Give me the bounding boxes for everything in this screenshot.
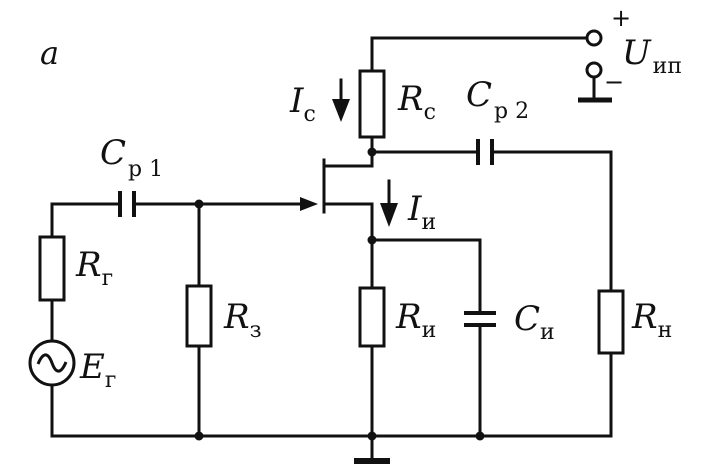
output-wire-right xyxy=(492,150,613,293)
output-coupling-capacitor xyxy=(476,139,494,165)
field-effect-transistor xyxy=(300,158,326,214)
junctions xyxy=(194,147,485,441)
wires xyxy=(50,36,613,462)
junction-gate xyxy=(194,199,204,209)
junction-ground-2 xyxy=(367,431,377,441)
supply-plus-sign: + xyxy=(611,4,631,32)
panel-label: a xyxy=(40,34,59,72)
drain-current-arrow xyxy=(332,78,350,122)
output-coupling-capacitor-label: Cр 2 xyxy=(466,75,529,124)
load-resistor-label: Rн xyxy=(631,297,672,343)
supply-plus-terminal xyxy=(585,29,603,47)
drain-resistor-label: Rс xyxy=(397,79,436,125)
junction-ground-3 xyxy=(475,431,485,441)
source-wire xyxy=(322,202,374,290)
input-coupling-capacitor-label: Cр 1 xyxy=(100,133,163,182)
supply-wire xyxy=(370,36,590,73)
ground-symbol xyxy=(354,458,390,464)
junction-ground-1 xyxy=(194,431,204,441)
supply-voltage-label: Uип xyxy=(622,33,682,79)
load-resistor xyxy=(597,289,625,355)
gate-arrow xyxy=(300,197,318,211)
gate-resistor xyxy=(185,284,213,348)
source-cap-wire-top xyxy=(370,238,482,314)
supply-minus-sign: − xyxy=(604,68,624,96)
input-coupling-capacitor xyxy=(118,191,136,217)
drain-current-label: Iс xyxy=(289,81,316,127)
ac-source-icon xyxy=(28,339,76,387)
supply-terminals xyxy=(578,29,612,103)
source-resistor-label: Rи xyxy=(395,297,436,343)
source-resistor xyxy=(358,286,386,348)
drain-resistor xyxy=(358,69,386,139)
source-capacitor-label: Cи xyxy=(514,299,555,345)
gate-resistor-label: Rз xyxy=(223,297,262,343)
junction-drain xyxy=(367,147,377,157)
source-bypass-capacitor xyxy=(464,311,496,327)
supply-minus-terminal xyxy=(585,61,603,79)
junction-source xyxy=(367,235,377,245)
source-current-arrow xyxy=(380,179,398,227)
input-wire-left xyxy=(50,202,120,239)
source-current-label: Iи xyxy=(407,189,436,235)
generator-resistor-label: Rг xyxy=(75,245,113,291)
generator-resistor xyxy=(38,235,66,302)
generator-emf-label: Eг xyxy=(79,347,116,393)
